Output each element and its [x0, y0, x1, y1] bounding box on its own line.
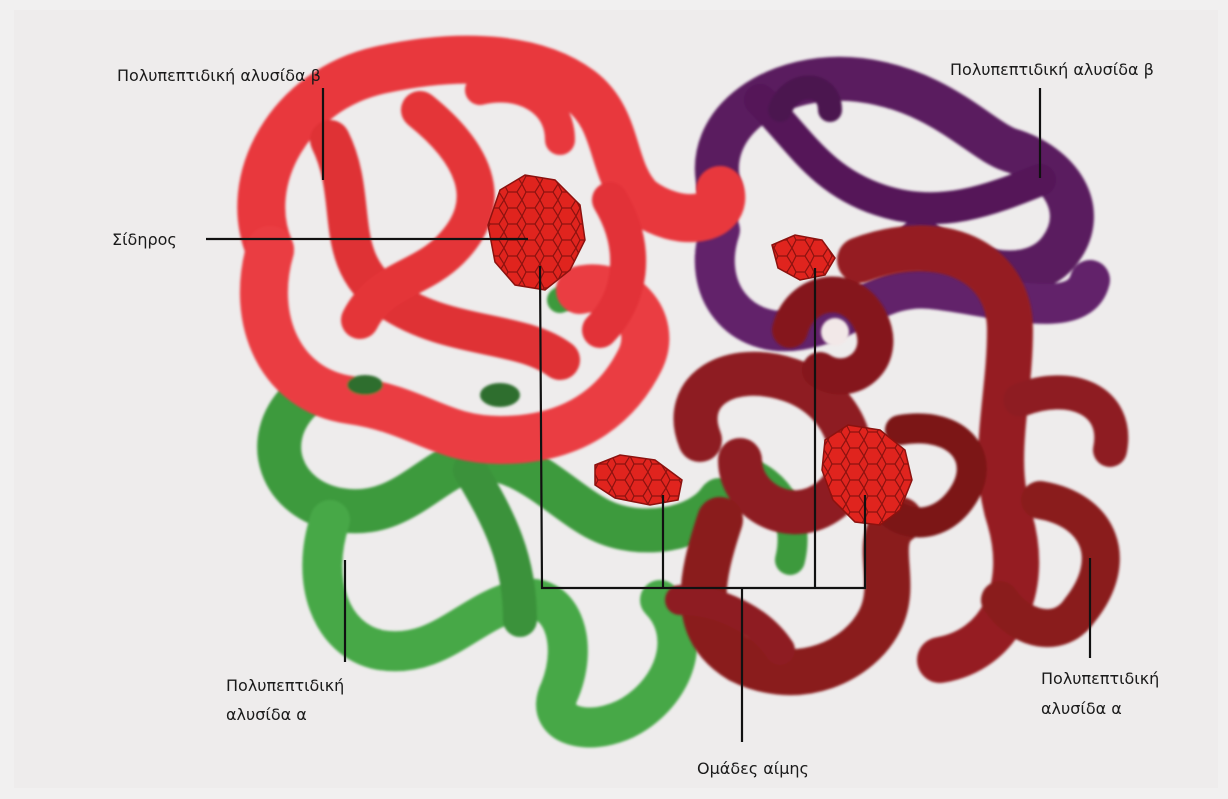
label-alpha-right-line1: Πολυπεπτιδική [1041, 669, 1159, 688]
label-alpha-right-line2: αλυσίδα α [1041, 699, 1122, 718]
label-alpha-left-line1: Πολυπεπτιδική [226, 676, 344, 695]
label-heme-groups: Ομάδες αίμης [697, 759, 809, 778]
label-iron: Σίδηρος [112, 230, 177, 249]
label-beta-right: Πολυπεπτιδική αλυσίδα β [950, 60, 1154, 79]
label-alpha-left-line2: αλυσίδα α [226, 705, 307, 724]
label-beta-left: Πολυπεπτιδική αλυσίδα β [117, 66, 321, 85]
